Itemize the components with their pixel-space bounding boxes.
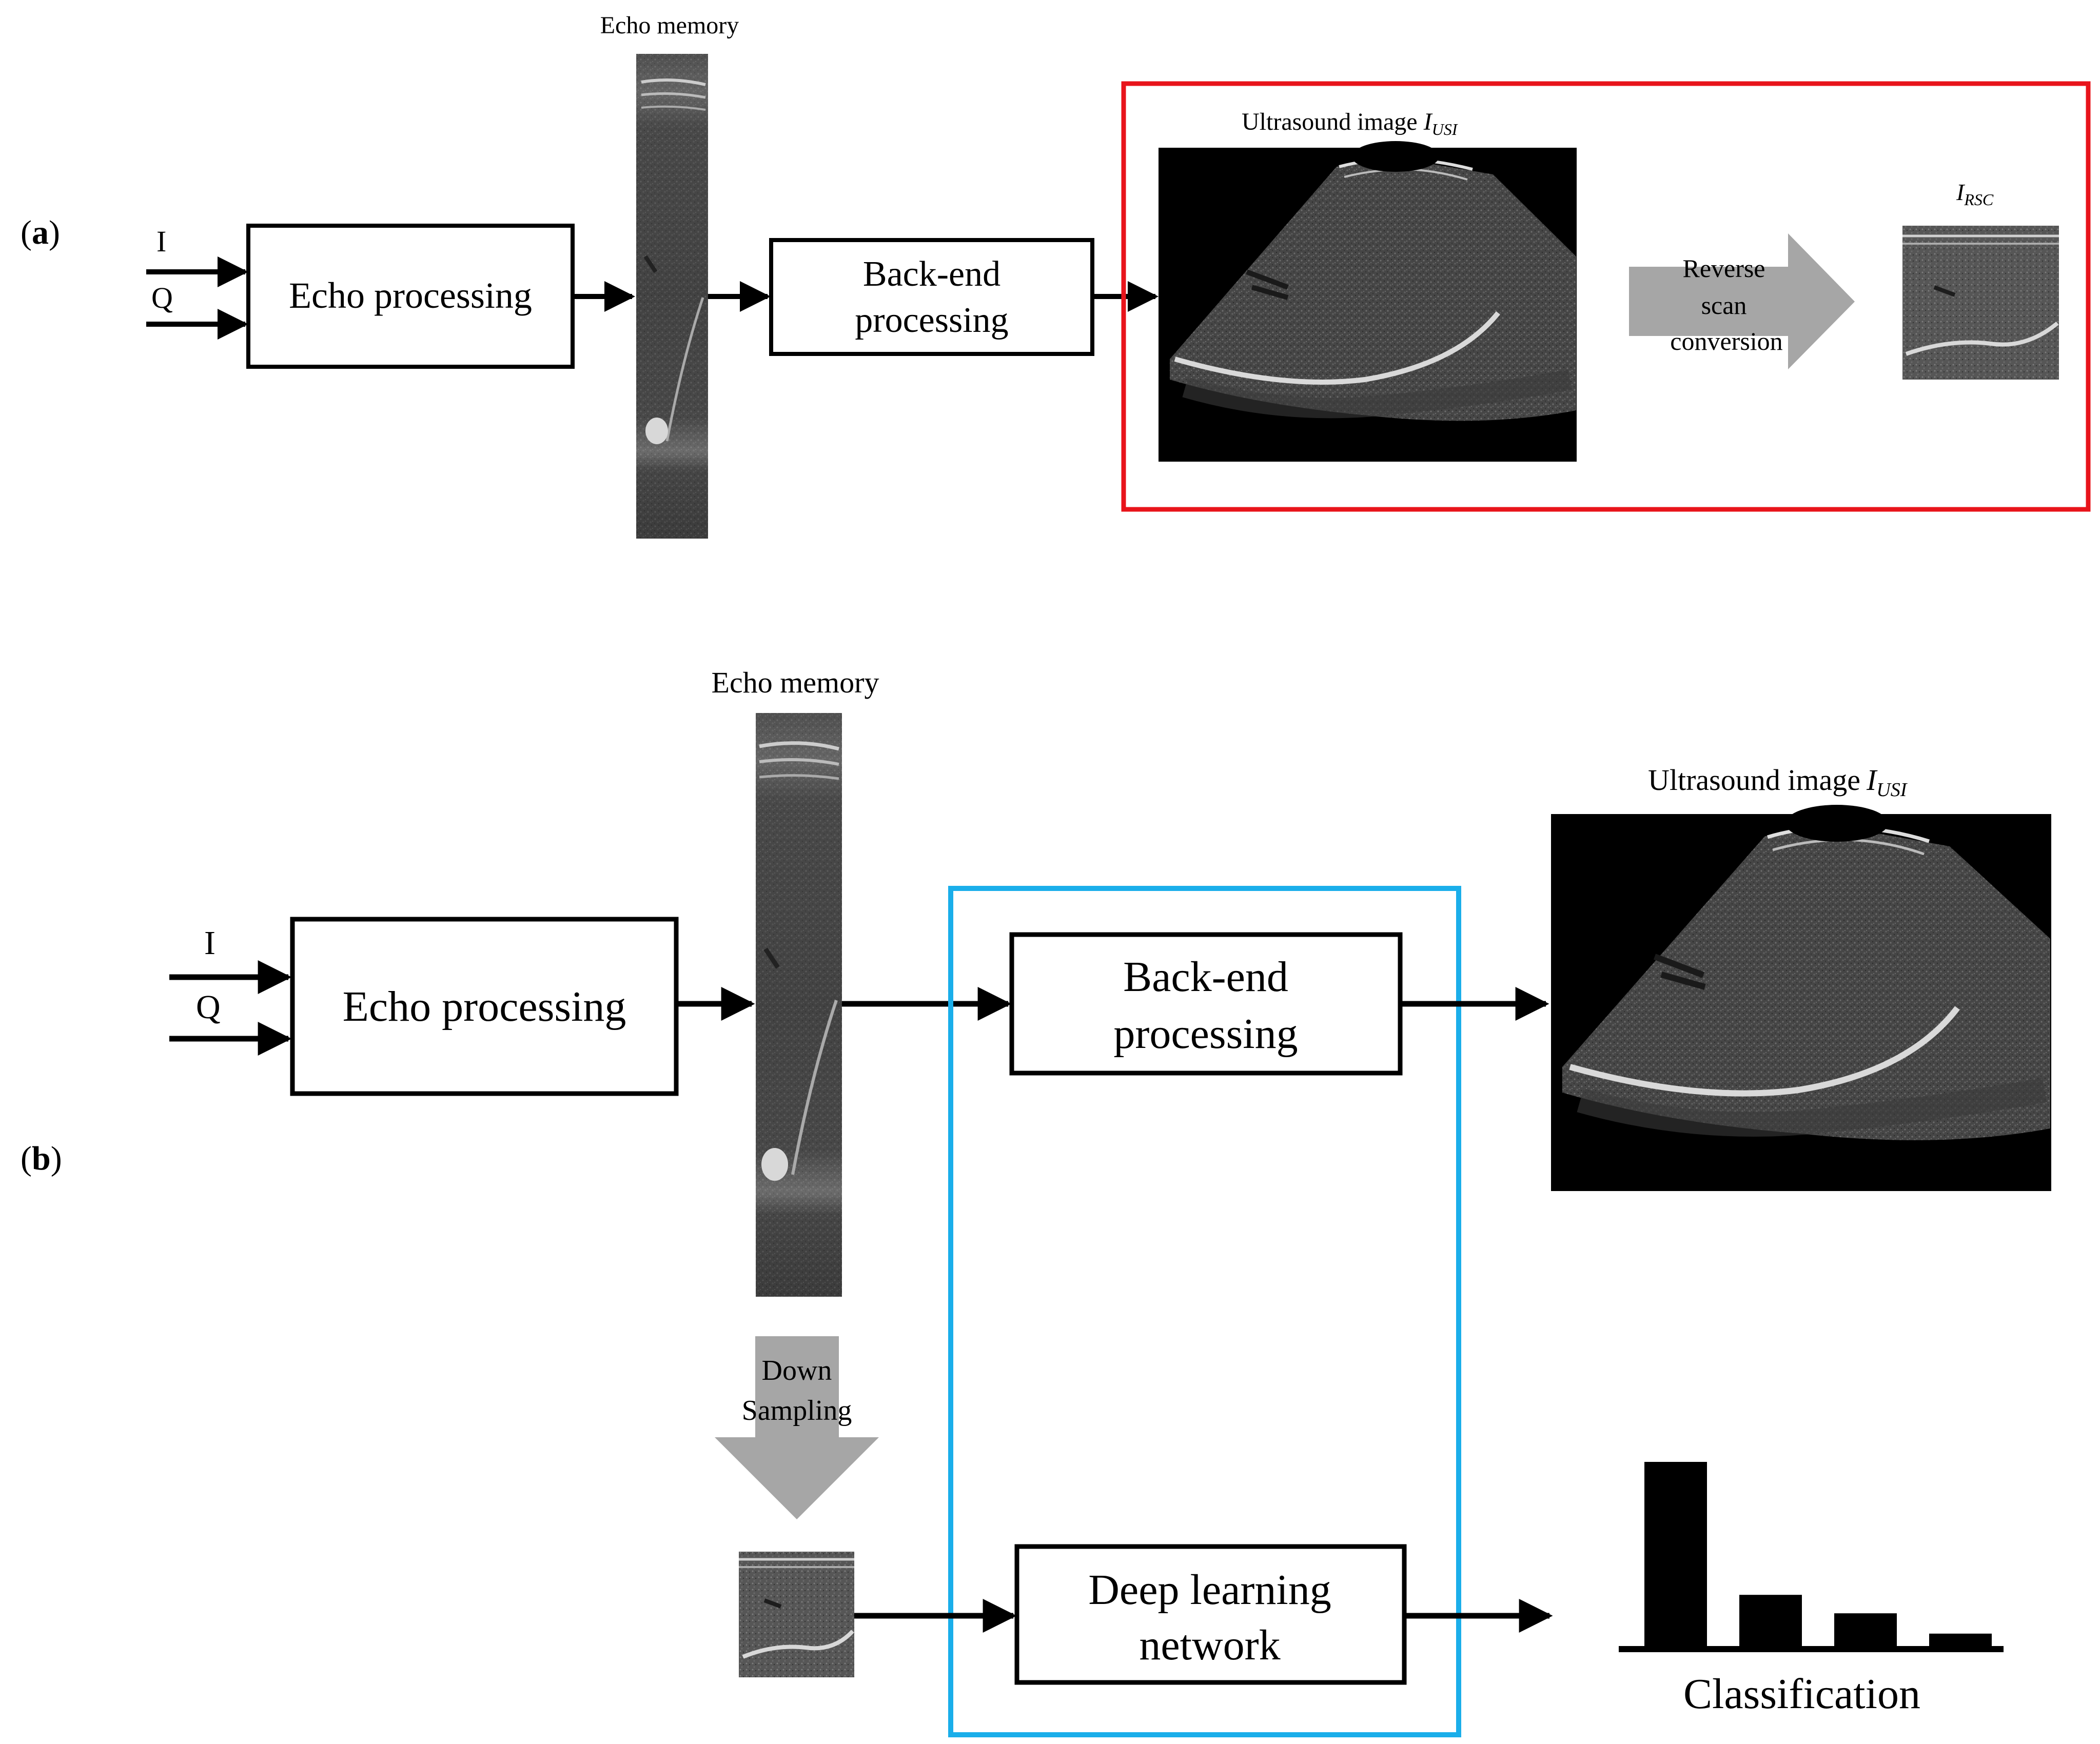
ultrasound-image xyxy=(1551,805,2051,1191)
ultrasound-image xyxy=(1159,141,1577,462)
classification-chart xyxy=(1619,1462,2004,1652)
panel-b-label: (b) xyxy=(21,1140,62,1177)
classification-label: Classification xyxy=(1683,1670,1920,1718)
echo-processing-label: Echo processing xyxy=(289,275,532,316)
backend-processing-label-2: processing xyxy=(1113,1010,1298,1058)
backend-processing-label-1: Back-end xyxy=(863,254,1000,294)
classification-bar-1 xyxy=(1644,1462,1707,1647)
input-q-label: Q xyxy=(151,281,173,314)
echo-memory-title: Echo memory xyxy=(600,12,739,39)
reverse-scan-conversion-arrow xyxy=(1629,233,1855,369)
downsampled-image xyxy=(739,1552,854,1677)
echo-memory-image xyxy=(636,54,708,539)
deep-learning-network-box xyxy=(1014,1544,1407,1685)
down-sampling-label-1: Down xyxy=(762,1355,832,1386)
panel-b: (b) I Q Echo processing Echo memory Back… xyxy=(21,666,2051,1737)
classification-bar-3 xyxy=(1834,1613,1897,1647)
deep-learning-label-1: Deep learning xyxy=(1088,1566,1331,1614)
reverse-scan-label-1: Reverse xyxy=(1682,254,1765,283)
classification-bar-2 xyxy=(1739,1595,1802,1647)
echo-processing-box xyxy=(290,917,679,1096)
backend-dl-highlight-box xyxy=(948,886,1461,1737)
echo-processing-label: Echo processing xyxy=(343,983,626,1030)
input-i-label: I xyxy=(156,225,166,258)
input-i-label: I xyxy=(204,924,215,962)
down-sampling-arrow xyxy=(715,1336,879,1519)
rsc-image xyxy=(1902,226,2059,380)
backend-processing-box xyxy=(769,238,1094,356)
classification-bar-4 xyxy=(1929,1633,1992,1647)
down-sampling-label-2: Sampling xyxy=(742,1395,852,1426)
deep-learning-label-2: network xyxy=(1139,1621,1280,1669)
input-q-label: Q xyxy=(196,988,221,1026)
echo-memory-image xyxy=(756,713,842,1297)
panel-a: (a) I Q Echo processing Echo memory Back… xyxy=(21,12,2091,539)
panel-a-label: (a) xyxy=(21,214,60,251)
reverse-scan-label-3: conversion xyxy=(1670,327,1782,355)
backend-processing-label-2: processing xyxy=(855,301,1008,340)
echo-processing-box xyxy=(246,224,575,369)
rsc-image-title: IRSC xyxy=(1956,179,1994,209)
reverse-scan-highlight-box xyxy=(1121,81,2091,512)
reverse-scan-label-2: scan xyxy=(1701,291,1747,320)
backend-processing-label-1: Back-end xyxy=(1123,953,1288,1001)
echo-memory-title: Echo memory xyxy=(712,666,879,699)
